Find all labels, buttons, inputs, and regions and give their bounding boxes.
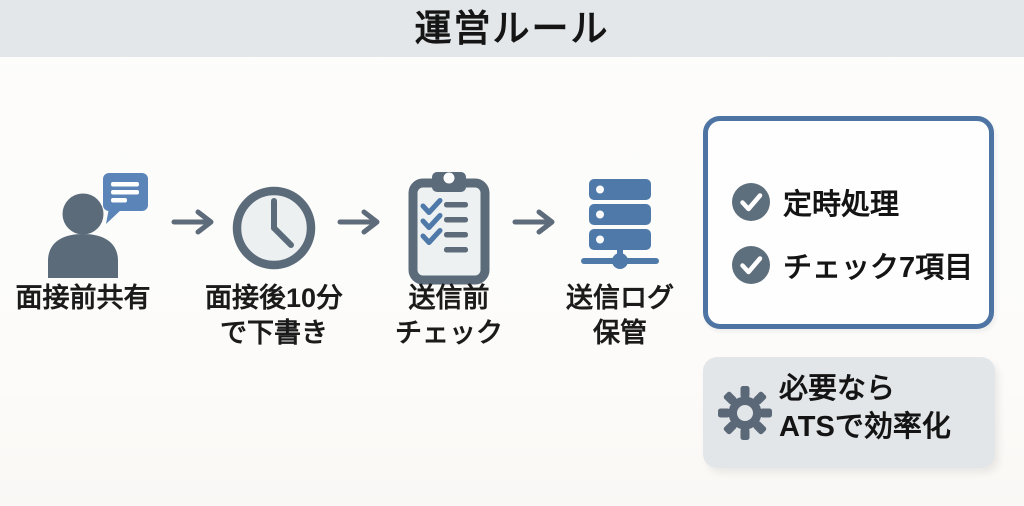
step-label: 送信ログ 保管 — [537, 281, 703, 351]
step-label: 面接前共有 — [0, 281, 166, 316]
step-label-line: 面接後10分 — [204, 283, 344, 313]
note-text: 必要なら ATSで効率化 — [779, 370, 951, 446]
step-label-line: 面接前共有 — [15, 283, 151, 313]
header-band: 運営ルール — [0, 0, 1024, 57]
step-label-line: 送信ログ — [566, 283, 674, 313]
clock-icon — [232, 186, 316, 275]
server-icon — [580, 179, 660, 274]
step-label: 面接後10分 で下書き — [191, 281, 357, 351]
right-arrow-icon — [512, 209, 558, 240]
note-box: 必要なら ATSで効率化 — [703, 357, 995, 468]
rules-box: 定時処理 チェック7項目 — [703, 116, 994, 329]
step-label-line: チェック — [395, 318, 503, 348]
step-label-line: 保管 — [593, 318, 647, 348]
note-text-line: ATSで効率化 — [779, 411, 951, 443]
page-title: 運営ルール — [414, 8, 610, 49]
gear-icon — [718, 386, 772, 445]
right-arrow-icon — [171, 209, 217, 240]
note-text-line: 必要なら — [779, 373, 896, 405]
rule-label: チェック7項目 — [783, 252, 974, 284]
rule-label: 定時処理 — [783, 189, 900, 221]
step-label-line: 送信前 — [408, 283, 490, 313]
rule-item: チェック7項目 — [732, 244, 973, 286]
right-arrow-icon — [337, 209, 383, 240]
check-circle-icon — [732, 183, 770, 221]
rule-item: 定時処理 — [732, 181, 899, 223]
step-label: 送信前 チェック — [366, 281, 532, 351]
person-chat-icon — [40, 168, 152, 285]
clipboard-check-icon — [408, 171, 490, 290]
check-circle-icon — [732, 246, 770, 284]
step-label-line: で下書き — [220, 318, 328, 348]
